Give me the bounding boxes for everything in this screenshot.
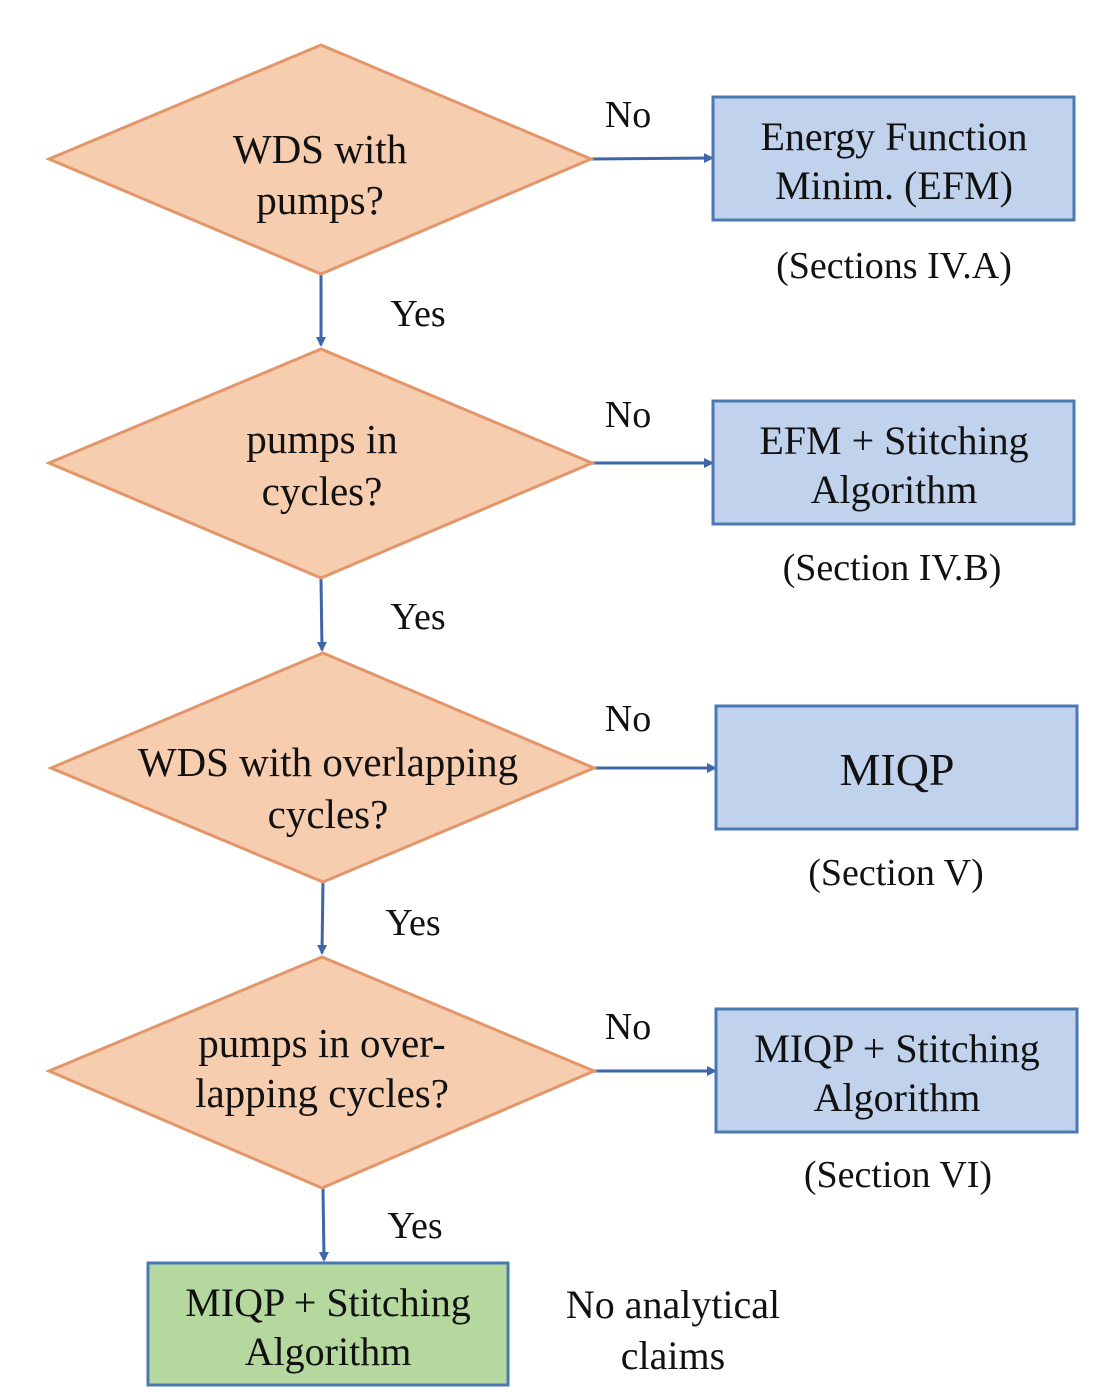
note-line2: claims	[621, 1333, 725, 1378]
final-miqp-stitching-box: MIQP + Stitching Algorithm	[146, 1261, 510, 1387]
yes-label-4: Yes	[387, 1205, 442, 1247]
outcome-1-section-ref: (Sections IV.A)	[776, 245, 1012, 287]
outcome-3-section-ref: (Section V)	[808, 852, 984, 894]
no-label-4: No	[605, 1006, 651, 1048]
outcome-3-line1: MIQP	[839, 744, 954, 795]
note-line1: No analytical	[566, 1282, 780, 1327]
decision-2-line1: pumps in	[246, 416, 398, 462]
yes-arrow-2	[316, 577, 327, 652]
outcome-4-line1: MIQP + Stitching	[754, 1026, 1040, 1071]
no-arrow-1	[590, 153, 714, 164]
no-label-2: No	[605, 394, 651, 436]
decision-pumps-in-cycles: pumps in cycles?	[45, 347, 596, 580]
outcome-1-line1: Energy Function	[760, 114, 1027, 159]
decision-wds-with-pumps: WDS with pumps?	[45, 43, 595, 276]
final-line1: MIQP + Stitching	[185, 1280, 471, 1325]
outcome-4-section-ref: (Section VI)	[804, 1154, 992, 1196]
outcome-2-section-ref: (Section IV.B)	[783, 547, 1002, 589]
no-label-3: No	[605, 698, 651, 740]
outcome-efm-stitching-box: EFM + Stitching Algorithm	[711, 399, 1076, 526]
decision-3-line1: WDS with overlapping	[138, 739, 518, 785]
outcome-4-line2: Algorithm	[814, 1075, 981, 1120]
decision-1-line1: WDS with	[233, 126, 407, 172]
final-line2: Algorithm	[245, 1329, 412, 1374]
decision-2-line2: cycles?	[262, 468, 383, 514]
decision-4-line2: lapping cycles?	[195, 1070, 449, 1116]
yes-arrow-3	[317, 881, 328, 955]
yes-label-1: Yes	[390, 293, 445, 335]
decision-wds-overlapping-cycles: WDS with overlapping cycles?	[47, 651, 598, 884]
outcome-miqp-box: MIQP	[714, 704, 1079, 831]
no-label-1: No	[605, 94, 651, 136]
outcome-2-line1: EFM + Stitching	[759, 418, 1028, 463]
decision-3-line2: cycles?	[268, 791, 389, 837]
outcome-efm-box: Energy Function Minim. (EFM)	[711, 95, 1076, 222]
outcome-2-line2: Algorithm	[811, 467, 978, 512]
yes-arrow-4	[318, 1187, 329, 1262]
decision-4-line1: pumps in over-	[198, 1020, 445, 1066]
yes-label-2: Yes	[390, 596, 445, 638]
decision-1-line2: pumps?	[256, 177, 384, 223]
decision-pumps-overlapping-cycles: pumps in over- lapping cycles?	[45, 955, 598, 1190]
outcome-1-line2: Minim. (EFM)	[775, 163, 1013, 208]
yes-label-3: Yes	[385, 902, 440, 944]
outcome-miqp-stitching-box: MIQP + Stitching Algorithm	[714, 1007, 1079, 1134]
